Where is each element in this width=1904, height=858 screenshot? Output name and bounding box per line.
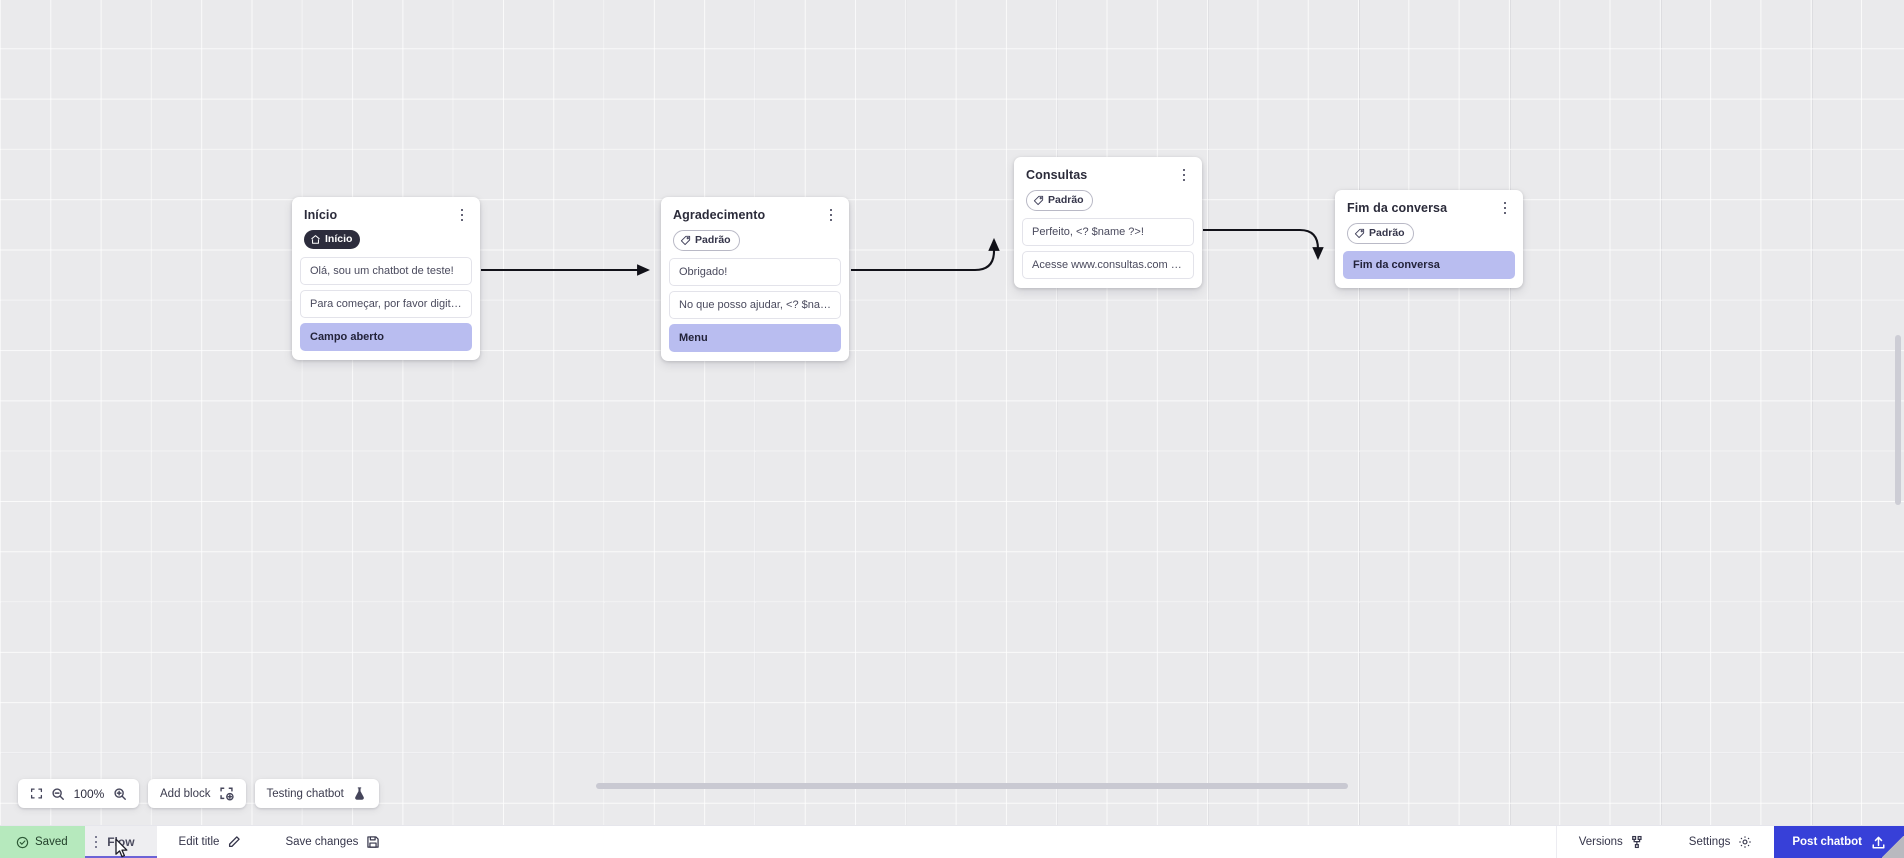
node-title: Fim da conversa	[1347, 201, 1448, 215]
canvas-toolbar: 100% Add block Testing chatbot	[0, 779, 379, 825]
edit-title-button[interactable]: Edit title	[157, 826, 264, 858]
tab-flow[interactable]: Flow	[84, 826, 157, 858]
post-chatbot-button[interactable]: Post chatbot	[1774, 826, 1904, 858]
node-row[interactable]: Perfeito, <? $name ?>!	[1022, 218, 1194, 246]
status-bar-left: Saved Flow Edit title Save changes	[0, 826, 402, 858]
node-badge-row: Padrão	[669, 224, 841, 251]
versions-button[interactable]: Versions	[1555, 826, 1667, 858]
node-rows: Fim da conversa	[1343, 251, 1515, 279]
edit-title-label: Edit title	[178, 836, 220, 848]
node-rows: Olá, sou um chatbot de teste! Para começa…	[300, 257, 472, 351]
add-block-icon	[219, 786, 234, 801]
edge-agradecimento-to-consultas	[851, 237, 1000, 272]
versions-label: Versions	[1578, 836, 1623, 848]
flow-tab-menu-icon[interactable]	[94, 835, 98, 849]
tag-icon	[1354, 228, 1365, 239]
node-row[interactable]: Para começar, por favor digite o ...	[300, 290, 472, 318]
flow-tab-label: Flow	[107, 835, 135, 849]
node-badge-row: Início	[300, 224, 472, 250]
zoom-controls: 100%	[18, 779, 139, 808]
status-bar-right: Versions Settings	[1555, 826, 1904, 858]
floppy-icon	[366, 835, 380, 849]
node-row[interactable]: Acesse www.consultas.com par...	[1022, 251, 1194, 279]
node-header: Início	[300, 206, 472, 224]
home-icon	[310, 234, 321, 245]
node-badge-row: Padrão	[1022, 184, 1194, 211]
node-badge[interactable]: Padrão	[673, 230, 740, 251]
node-badge-label: Padrão	[1048, 194, 1084, 207]
zoom-out-icon[interactable]	[51, 787, 65, 801]
fit-screen-icon[interactable]	[30, 787, 43, 800]
node-row[interactable]: Fim da conversa	[1343, 251, 1515, 279]
add-block-button[interactable]: Add block	[148, 779, 246, 808]
node-badge-row: Padrão	[1343, 217, 1515, 244]
branch-icon	[1631, 835, 1645, 849]
settings-label: Settings	[1688, 836, 1731, 848]
node-row[interactable]: Menu	[669, 324, 841, 352]
node-title: Consultas	[1026, 168, 1088, 182]
zoom-level-value: 100%	[73, 786, 105, 801]
edge-layer	[481, 228, 1324, 276]
node-badge[interactable]: Padrão	[1026, 190, 1093, 211]
add-block-label: Add block	[160, 787, 211, 800]
node-badge[interactable]: Padrão	[1347, 223, 1414, 244]
node-badge-label: Padrão	[695, 234, 731, 247]
canvas-horizontal-scrollbar[interactable]	[596, 783, 1348, 789]
node-menu-kebab-icon[interactable]	[454, 206, 470, 224]
tag-icon	[1033, 195, 1044, 206]
save-changes-label: Save changes	[285, 836, 359, 848]
node-header: Fim da conversa	[1343, 199, 1515, 217]
node-row[interactable]: No que posso ajudar, <? $name ...	[669, 291, 841, 319]
edge-consultas-to-fim	[1203, 228, 1324, 261]
node-title: Início	[304, 208, 338, 222]
saved-status-badge: Saved	[0, 826, 85, 858]
node-row[interactable]: Obrigado!	[669, 258, 841, 286]
flask-icon	[352, 786, 367, 801]
canvas-vertical-scrollbar[interactable]	[1895, 335, 1901, 505]
node-rows: Perfeito, <? $name ?>! Acesse www.consult…	[1022, 218, 1194, 279]
save-changes-button[interactable]: Save changes	[263, 826, 402, 858]
tag-icon	[680, 235, 691, 246]
gear-icon	[1738, 835, 1752, 849]
testing-chatbot-label: Testing chatbot	[266, 787, 344, 800]
node-header: Consultas	[1022, 166, 1194, 184]
node-menu-kebab-icon[interactable]	[823, 206, 839, 224]
node-header: Agradecimento	[669, 206, 841, 224]
saved-label: Saved	[35, 836, 68, 848]
testing-chatbot-button[interactable]: Testing chatbot	[254, 779, 379, 808]
post-chatbot-label: Post chatbot	[1792, 836, 1862, 848]
node-menu-kebab-icon[interactable]	[1176, 166, 1192, 184]
node-badge-label: Início	[325, 233, 353, 246]
settings-button[interactable]: Settings	[1667, 826, 1775, 858]
zoom-in-icon[interactable]	[113, 787, 127, 801]
node-title: Agradecimento	[673, 208, 766, 222]
upload-icon	[1871, 835, 1886, 850]
node-menu-kebab-icon[interactable]	[1497, 199, 1513, 217]
node-badge[interactable]: Início	[304, 230, 361, 249]
node-badge-label: Padrão	[1369, 227, 1405, 240]
node-row[interactable]: Campo aberto	[300, 323, 472, 351]
check-circle-icon	[16, 836, 29, 849]
node-row[interactable]: Olá, sou um chatbot de teste!	[300, 257, 472, 285]
status-bar: Saved Flow Edit title Save changes	[0, 825, 1904, 858]
pencil-icon	[227, 835, 241, 849]
node-rows: Obrigado! No que posso ajudar, <? $name .…	[669, 258, 841, 352]
